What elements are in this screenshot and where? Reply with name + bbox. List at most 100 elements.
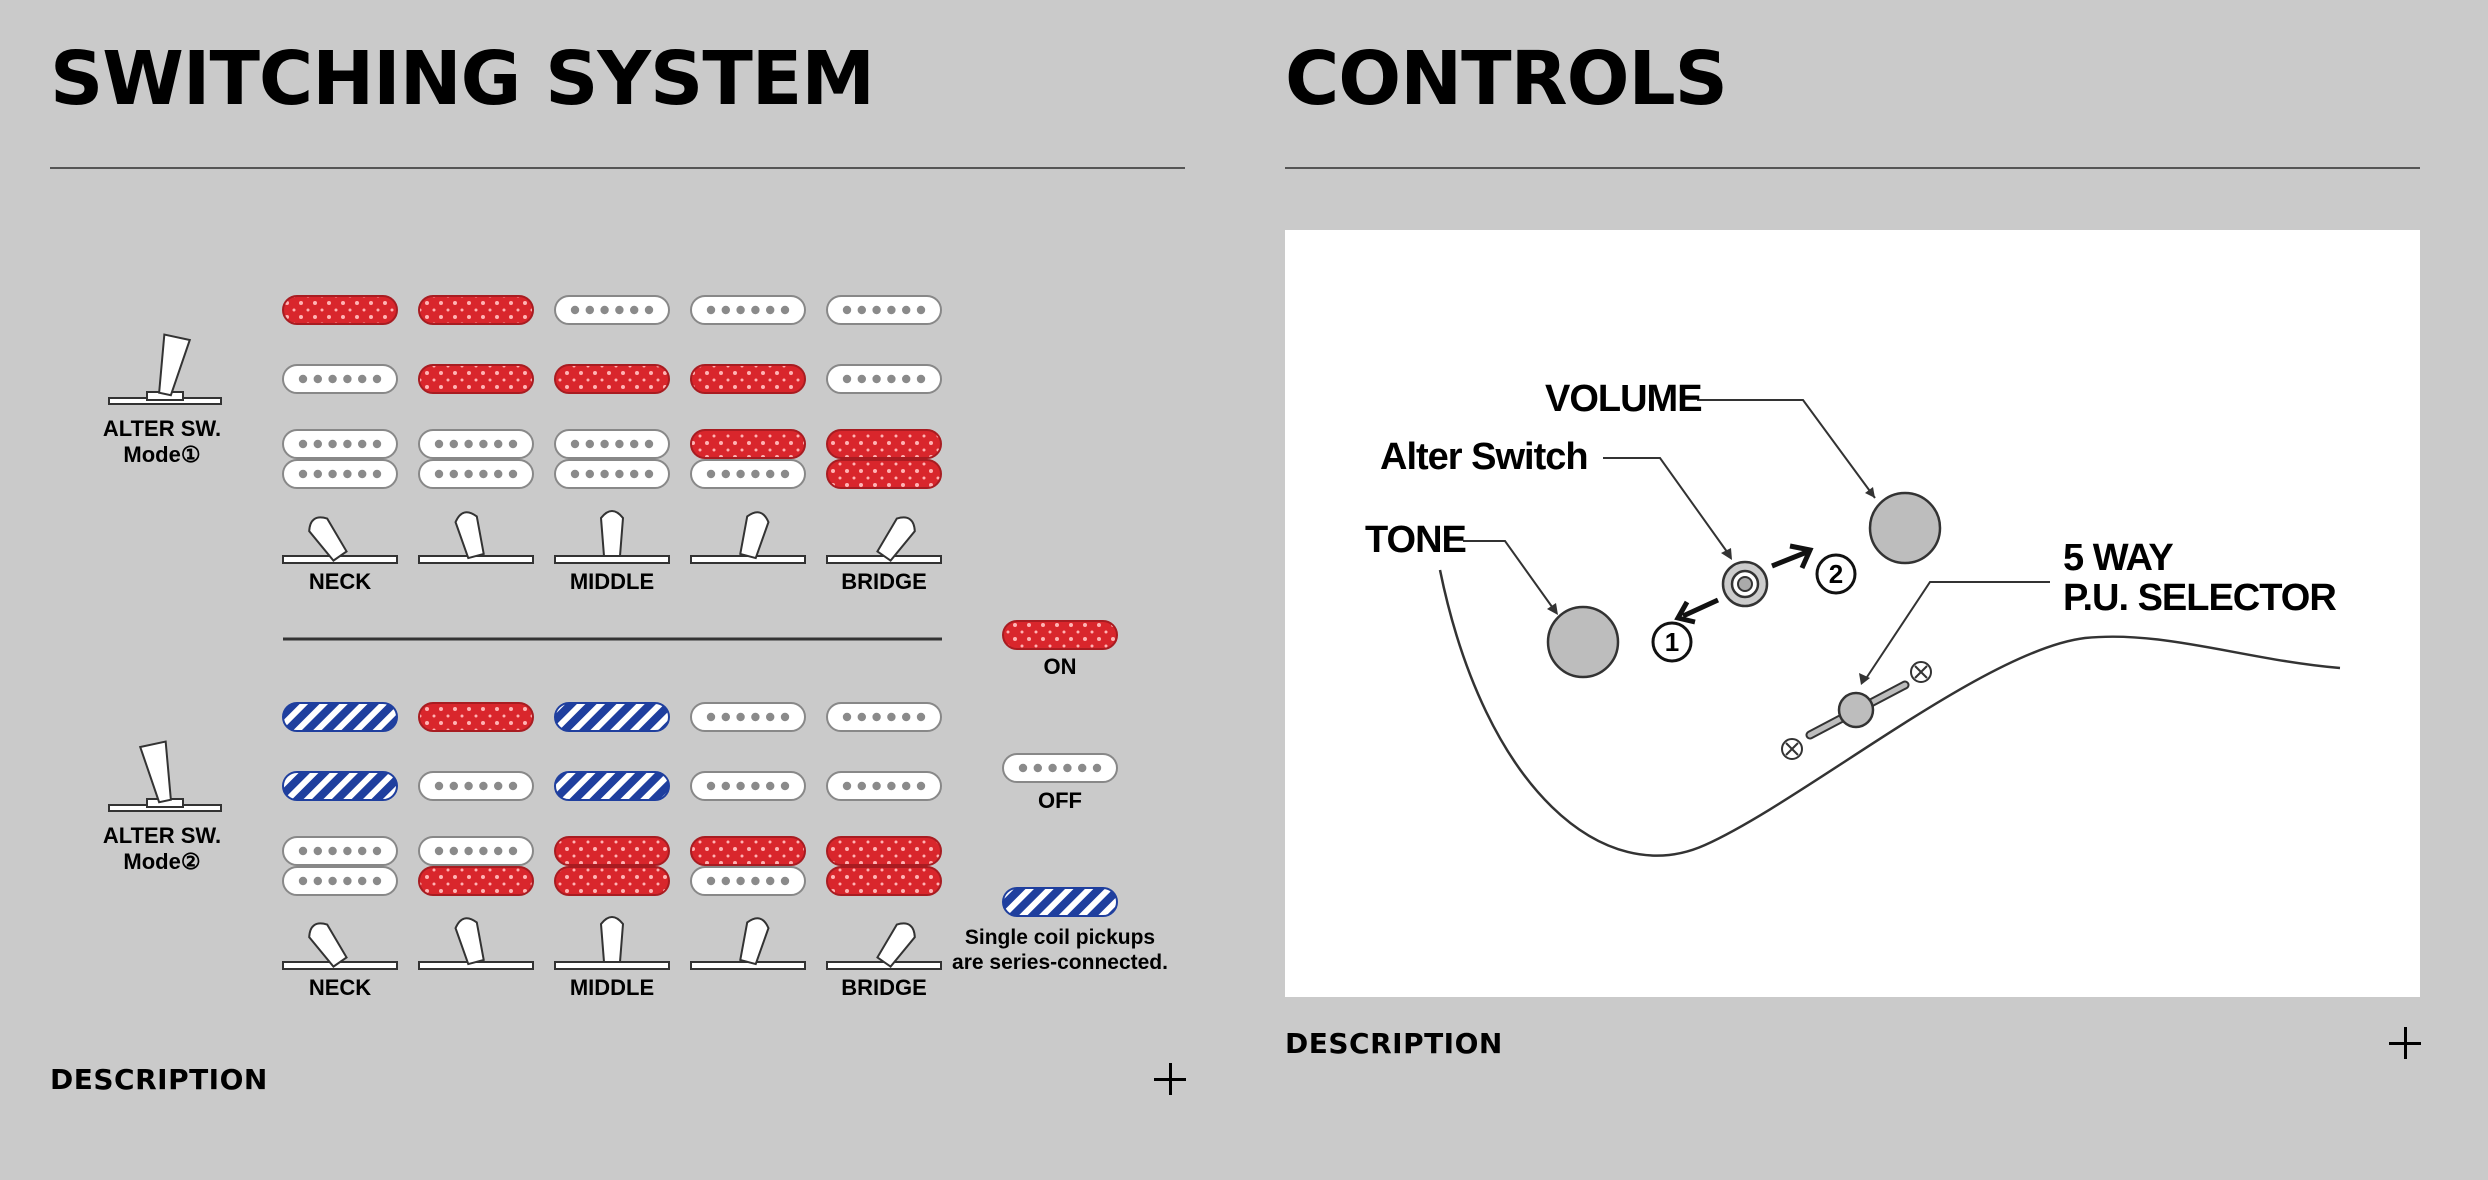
volume-knob-icon[interactable] bbox=[1868, 491, 1942, 565]
controls-expand-plus-icon[interactable] bbox=[2385, 1023, 2425, 1063]
controls-description-row[interactable]: DESCRIPTION bbox=[1285, 1018, 2425, 1068]
pickup-series bbox=[282, 702, 398, 732]
switching-description-row[interactable]: DESCRIPTION bbox=[50, 1054, 1190, 1104]
mode-1-pickups bbox=[282, 295, 942, 489]
pickup-on bbox=[690, 364, 806, 394]
legend-series-pickup bbox=[1002, 887, 1118, 917]
humbucker-bottom-coil bbox=[282, 459, 398, 489]
tone-leader bbox=[1463, 540, 1556, 612]
humbucker-bottom-coil bbox=[690, 459, 806, 489]
selector-position-icon bbox=[418, 917, 534, 970]
switching-expand-plus-icon[interactable] bbox=[1150, 1059, 1190, 1099]
pickup-series bbox=[282, 771, 398, 801]
pickup-on bbox=[554, 364, 670, 394]
humbucker-bottom-coil bbox=[554, 866, 670, 896]
humbucker-top-coil bbox=[282, 429, 398, 459]
selector-position-icon bbox=[826, 516, 942, 564]
legend-series-label: Single coil pickups bbox=[965, 926, 1155, 949]
legend-on-label: ON bbox=[1044, 654, 1077, 679]
humbucker-top-coil bbox=[418, 429, 534, 459]
pickup-off bbox=[418, 771, 534, 801]
legend-series-label: are series-connected. bbox=[952, 951, 1168, 974]
humbucker-top-coil bbox=[826, 429, 942, 459]
pickup-off bbox=[826, 364, 942, 394]
guitar-body-outline bbox=[1438, 569, 2341, 857]
pickup-series bbox=[554, 702, 670, 732]
screw-icon bbox=[1910, 661, 1932, 683]
pickup-off bbox=[690, 295, 806, 325]
legend-off-pickup bbox=[1002, 753, 1118, 783]
mode-1-label: Mode① bbox=[123, 442, 200, 467]
selector-position-icon bbox=[690, 917, 806, 970]
alter-switch-label: Alter Switch bbox=[1380, 436, 1588, 478]
selector-label-line2: P.U. SELECTOR bbox=[2063, 577, 2336, 619]
position-1-label: 1 bbox=[1665, 627, 1679, 657]
pickup-on bbox=[282, 295, 398, 325]
alter-switch-leader bbox=[1603, 457, 1731, 557]
pickup-off bbox=[826, 771, 942, 801]
humbucker-top-coil bbox=[554, 429, 670, 459]
switching-divider bbox=[50, 167, 1185, 169]
pickup-off bbox=[690, 702, 806, 732]
position-label-middle: MIDDLE bbox=[570, 975, 654, 1000]
selector-position-icon bbox=[554, 510, 670, 564]
humbucker-top-coil bbox=[690, 429, 806, 459]
selector-position-icon bbox=[282, 516, 398, 564]
mode-2-label: Mode② bbox=[123, 849, 200, 874]
humbucker-bottom-coil bbox=[554, 459, 670, 489]
position-2-label: 2 bbox=[1829, 559, 1843, 589]
pickup-on bbox=[418, 364, 534, 394]
pickup-off bbox=[690, 771, 806, 801]
selector-position-icon bbox=[826, 922, 942, 970]
position-label-neck: NECK bbox=[309, 975, 371, 1000]
five-way-selector-icon[interactable] bbox=[1805, 680, 1910, 740]
toggle-switch-icon bbox=[108, 333, 222, 405]
humbucker-bottom-coil bbox=[418, 459, 534, 489]
position-label-bridge: BRIDGE bbox=[841, 975, 927, 1000]
controls-divider bbox=[1285, 167, 2420, 169]
selector-position-icon bbox=[282, 922, 398, 970]
controls-diagram-panel: 1 2 VOLUME Alter Switch TONE 5 WAY P.U. … bbox=[1285, 230, 2420, 997]
humbucker-bottom-coil bbox=[690, 866, 806, 896]
selector-leader bbox=[1864, 581, 2050, 681]
position-1-marker: 1 bbox=[1651, 621, 1693, 663]
position-label-neck: NECK bbox=[309, 569, 371, 594]
pickup-on bbox=[418, 295, 534, 325]
humbucker-bottom-coil bbox=[418, 866, 534, 896]
legend-on-pickup bbox=[1002, 620, 1118, 650]
pickup-on bbox=[418, 702, 534, 732]
humbucker-top-coil bbox=[282, 836, 398, 866]
humbucker-bottom-coil bbox=[282, 866, 398, 896]
pickup-off bbox=[826, 295, 942, 325]
humbucker-bottom-coil bbox=[826, 866, 942, 896]
controls-diagram: 1 2 VOLUME Alter Switch TONE 5 WAY P.U. … bbox=[1365, 378, 2341, 857]
legend-off-label: OFF bbox=[1038, 788, 1082, 813]
mode-2-pickups bbox=[282, 702, 942, 896]
screw-icon bbox=[1781, 738, 1803, 760]
selector-position-icon bbox=[690, 511, 806, 564]
position-label-bridge: BRIDGE bbox=[841, 569, 927, 594]
switching-description-label: DESCRIPTION bbox=[50, 1062, 268, 1096]
volume-leader bbox=[1697, 399, 1876, 499]
humbucker-top-coil bbox=[554, 836, 670, 866]
alter-switch-icon[interactable] bbox=[1721, 560, 1769, 608]
mode-1-label: ALTER SW. bbox=[103, 416, 221, 441]
humbucker-top-coil bbox=[418, 836, 534, 866]
humbucker-bottom-coil bbox=[826, 459, 942, 489]
position-label-middle: MIDDLE bbox=[570, 569, 654, 594]
controls-description-label: DESCRIPTION bbox=[1285, 1026, 1503, 1060]
humbucker-top-coil bbox=[826, 836, 942, 866]
selector-position-icon bbox=[418, 511, 534, 564]
pickup-off bbox=[826, 702, 942, 732]
switching-system-title: SWITCHING SYSTEM bbox=[50, 36, 875, 122]
volume-label: VOLUME bbox=[1545, 378, 1702, 420]
toggle-switch-icon bbox=[108, 740, 222, 812]
pickup-off bbox=[554, 295, 670, 325]
selector-position-icon bbox=[554, 916, 670, 970]
tone-label: TONE bbox=[1365, 519, 1466, 561]
mode-2-label: ALTER SW. bbox=[103, 823, 221, 848]
pickup-off bbox=[282, 364, 398, 394]
tone-knob-icon[interactable] bbox=[1546, 605, 1620, 679]
pickup-series bbox=[554, 771, 670, 801]
